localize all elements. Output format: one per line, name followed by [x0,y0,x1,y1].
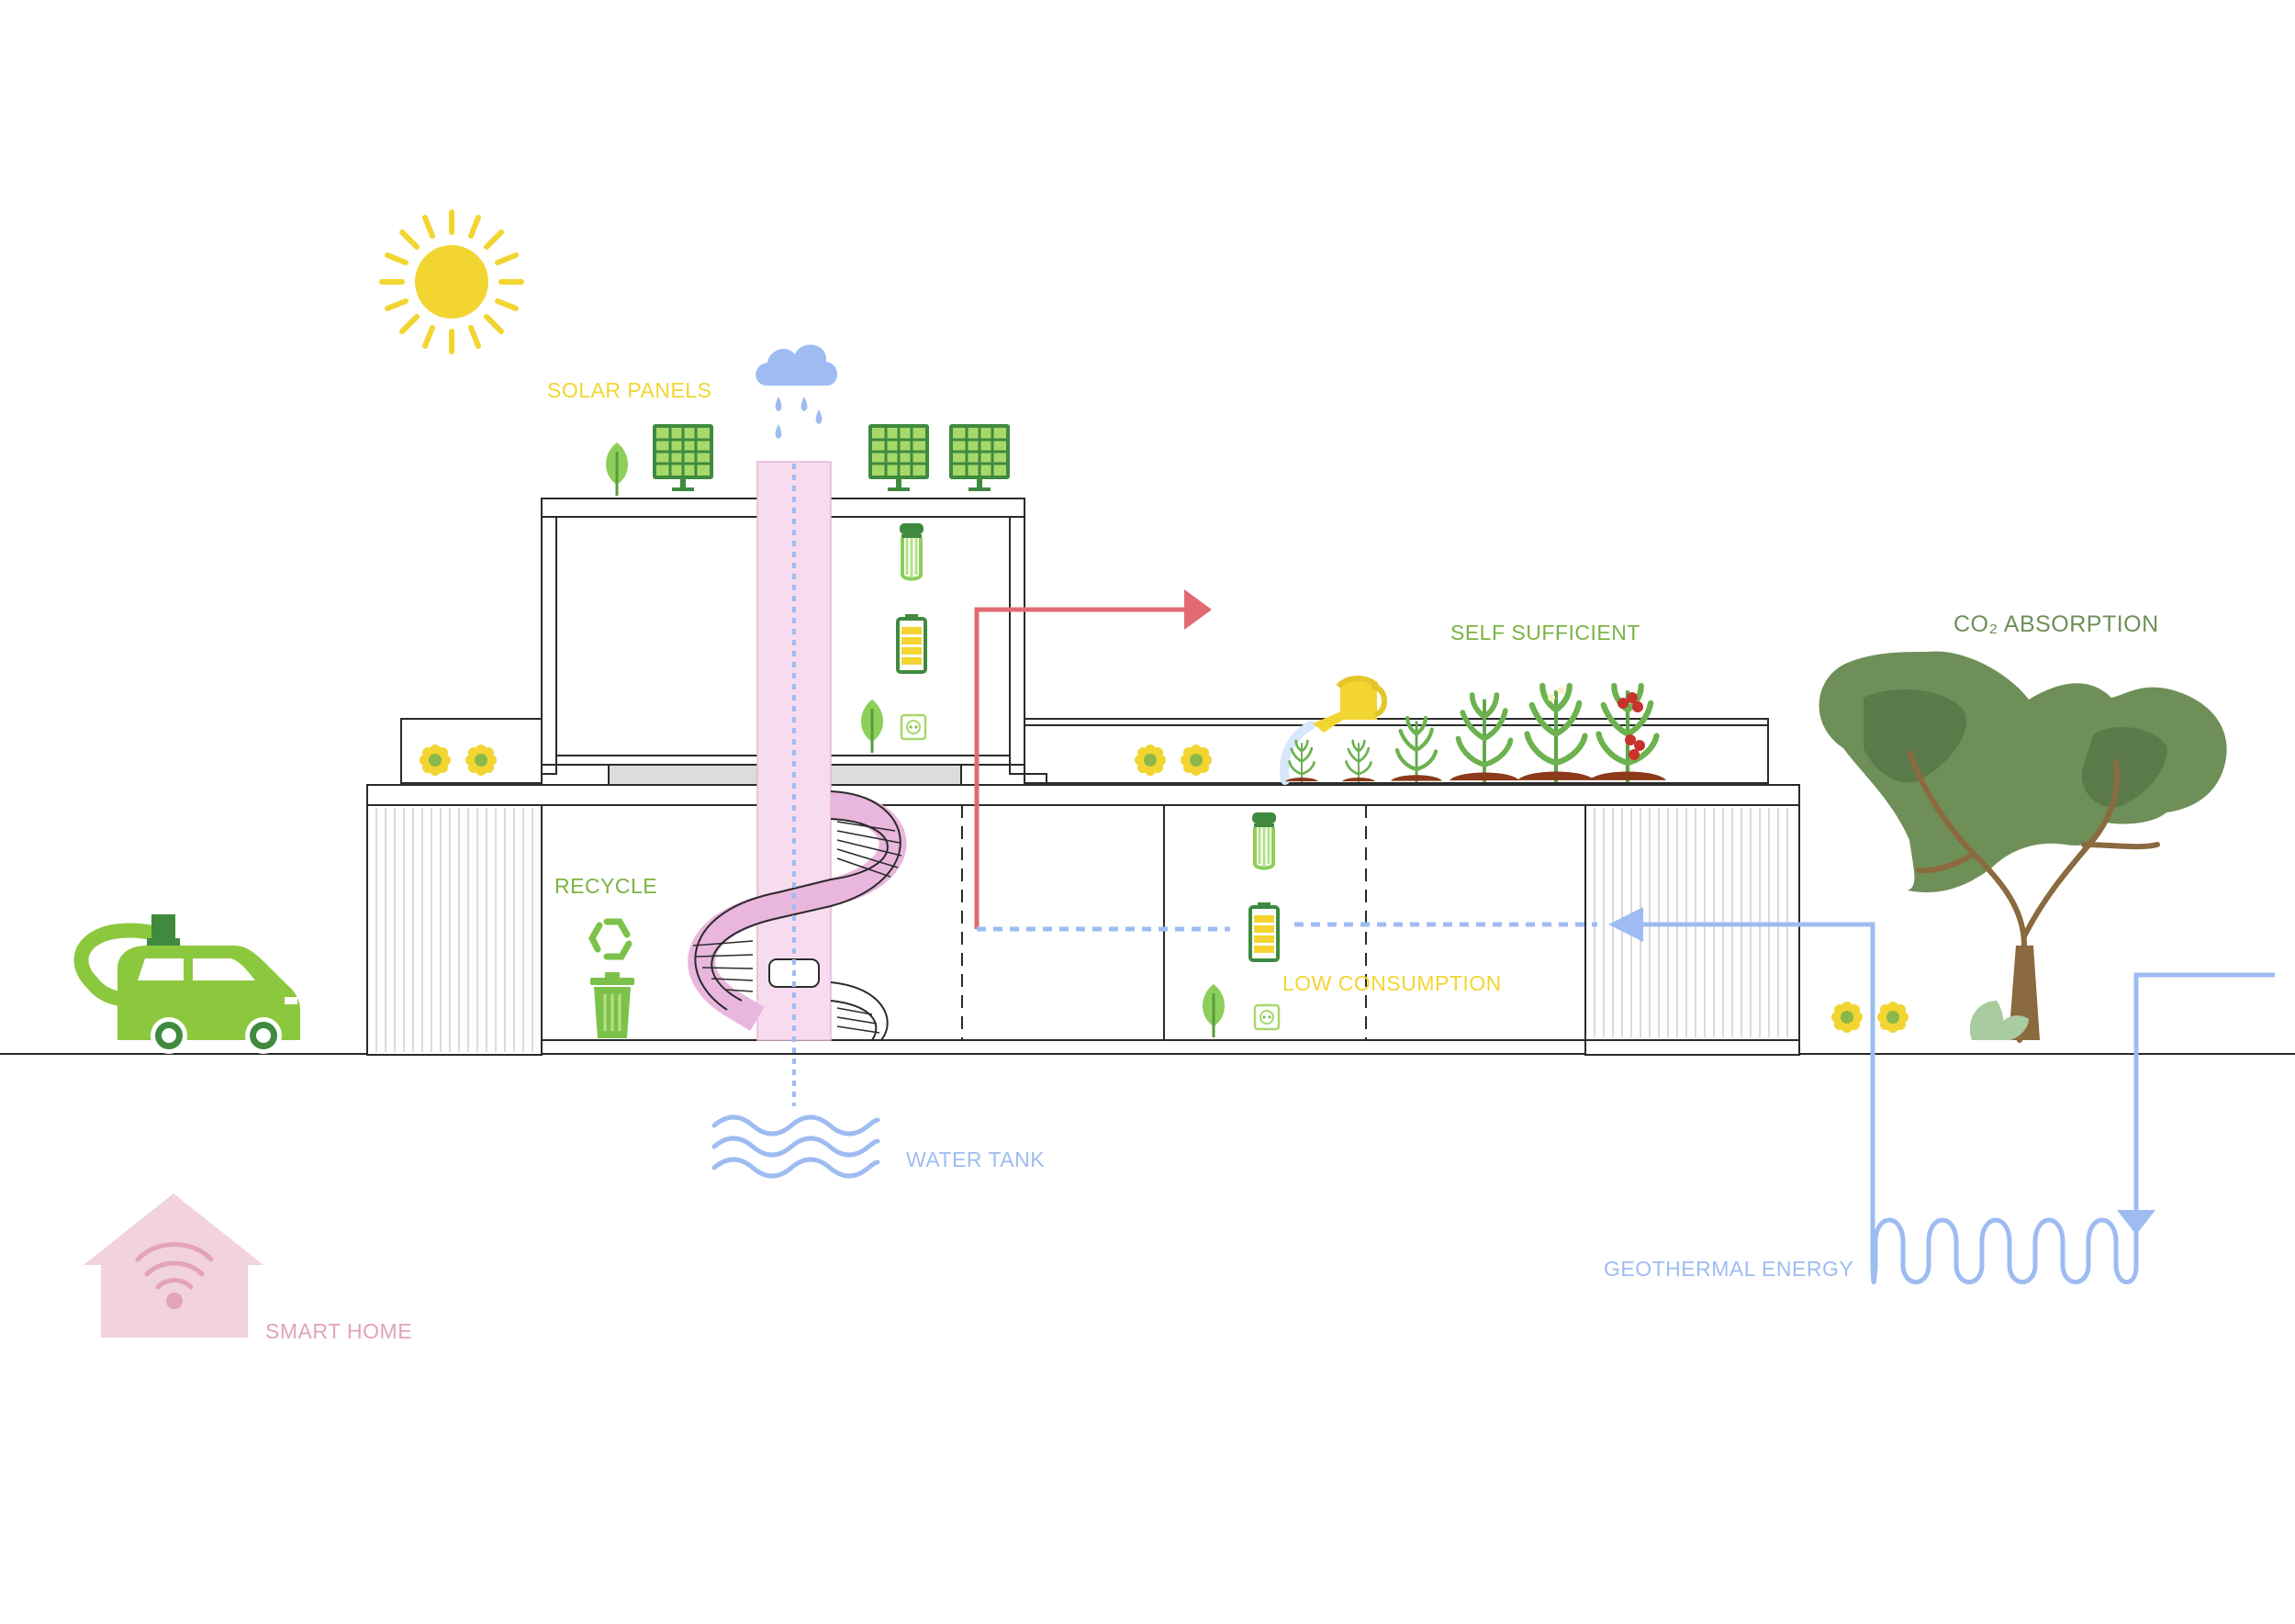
flower-icon [1135,745,1166,776]
flower-icon [1181,745,1212,776]
smart-home-label: SMART HOME [265,1319,413,1343]
flower-icon [465,745,497,776]
light-bulb-icon [1250,811,1278,870]
tomato-fruits [1548,687,1645,760]
heat-arrow [974,589,1212,929]
solar-panel-icon [651,422,715,493]
solar-panel-icon [947,422,1012,493]
geothermal-energy-label: GEOTHERMAL ENERGY [1604,1257,1854,1281]
geothermal-arrowhead [1608,907,1643,942]
recycle-label: RECYCLE [554,874,658,898]
geothermal-down-arrowhead [2117,1210,2155,1235]
solar-panels-label: SOLAR PANELS [547,378,712,402]
power-socket-icon [900,713,927,741]
leaf-icon [859,698,885,755]
battery-icon [896,612,927,674]
wifi-icon [135,1242,214,1290]
water-tank-label: WATER TANK [906,1148,1046,1171]
recycle-icon [588,918,633,960]
self-sufficient-label: SELF SUFFICIENT [1450,621,1640,644]
smart-home-icon [84,1193,263,1338]
rain-cloud-icon [756,344,837,439]
bush-icon [1969,1001,2029,1040]
leaf-icon [604,441,630,498]
electric-car-icon [73,914,300,1054]
co2-absorption-label: CO₂ ABSORPTION [1954,611,2159,637]
watering-can-icon [1280,676,1387,785]
flower-icon [1877,1002,1909,1033]
flower-icon [1831,1002,1863,1033]
power-socket-icon [1253,1003,1281,1031]
water-waves-icon [711,1114,880,1179]
flower-icon [420,745,451,776]
low-consumption-label: LOW CONSUMPTION [1282,971,1502,995]
sun-icon [379,209,524,354]
spiral-staircase [688,790,907,1041]
geothermal-flow [977,922,2275,1284]
trash-bin-icon [590,972,634,1038]
tree-icon [1819,651,2227,1043]
solar-panel-icon [867,422,931,493]
light-bulb-icon [898,521,925,581]
battery-icon [1248,901,1280,962]
